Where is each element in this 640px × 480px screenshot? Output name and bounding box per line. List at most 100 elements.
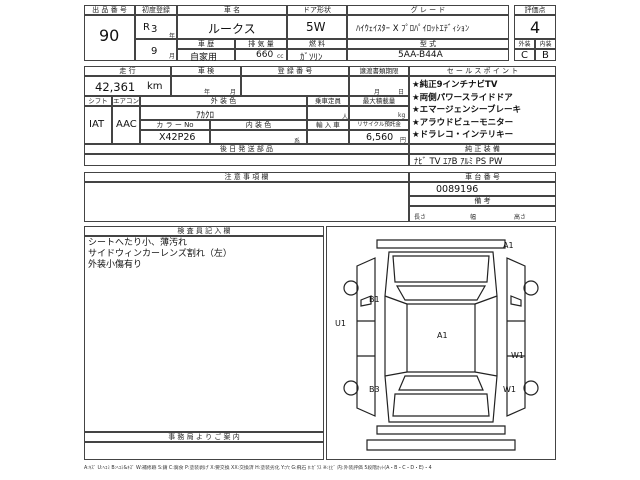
model-cell: 5AA-B44A <box>347 49 509 61</box>
chassis-cell: 0089196 <box>409 182 556 196</box>
door-type: 5W <box>306 20 326 34</box>
recycle-cell: 6,560 円 <box>349 130 409 144</box>
sales-list: ★純正9インチナビTV ★両側パワースライドドア ★エマージェンシーブレーキ ★… <box>412 79 521 142</box>
remarks-title: 備 考 <box>409 196 556 206</box>
inspector-line: サイドウィンカーレンズ割れ（左） <box>88 249 232 259</box>
front-left-wheel <box>343 280 359 296</box>
rear-left-wheel <box>343 380 359 396</box>
fuel-label: 燃 料 <box>287 39 347 49</box>
reg-year-cell: R 3 年 <box>135 15 177 40</box>
load-label: 最大積載量 <box>349 96 409 106</box>
capacity-cell: 人 <box>307 106 349 121</box>
load-cell: kg <box>349 106 409 120</box>
left-side-body <box>356 257 376 417</box>
equip-title: 純 正 装 備 <box>409 144 556 154</box>
import-cell <box>307 130 349 144</box>
score-value: 4 <box>530 18 541 37</box>
sales-point: ★エマージェンシーブレーキ <box>412 105 521 115</box>
int-grade: B <box>542 50 549 61</box>
lot-number: 90 <box>99 26 120 45</box>
ac-cell: AAC <box>112 106 140 144</box>
name-label: 車 名 <box>177 5 287 15</box>
doc-deadline-label: 譲渡書類期限 <box>349 66 409 76</box>
lot-label: 出 品 番 号 <box>84 5 135 15</box>
ext-cell: C <box>514 49 535 61</box>
doc-deadline-cell: 月 日 <box>349 76 409 96</box>
width-label: 幅 <box>470 214 477 221</box>
shift-value: IAT <box>89 119 105 130</box>
equip-cell: ﾅﾋﾞ TV ｴｱB ｱﾙﾐ PS PW <box>409 154 556 167</box>
doc-month-unit: 月 <box>374 89 381 96</box>
body-outline <box>384 251 498 423</box>
inspector-title: 検 査 員 記 入 欄 <box>84 226 324 236</box>
lot-cell: 90 <box>84 15 135 61</box>
color-cell: ｱｶｸﾛ <box>140 106 307 121</box>
year-number: 3 <box>151 24 158 35</box>
mileage-value: 42,361 <box>95 80 136 94</box>
rear-gate <box>392 393 490 417</box>
year-era: R <box>143 22 150 33</box>
length-label: 長さ <box>414 214 427 221</box>
use-cell: 自家用 <box>177 49 235 63</box>
name-cell: ルークス <box>177 15 287 39</box>
mileage-cell: 42,361 km <box>84 76 171 96</box>
car-name: ルークス <box>208 22 256 36</box>
model-label: 型 式 <box>347 39 509 49</box>
doc-day-unit: 日 <box>398 89 405 96</box>
mark-right-rear: W1 <box>503 385 516 394</box>
hood-panel <box>392 255 490 283</box>
month-number: 9 <box>151 46 158 57</box>
cc-cell: 660 cc <box>235 49 287 61</box>
mileage-unit: km <box>147 81 163 92</box>
reg-month-cell: 9 月 <box>135 39 177 61</box>
equip-value: ﾅﾋﾞ TV ｴｱB ｱﾙﾐ PS PW <box>414 157 503 167</box>
colorno-value: X42P26 <box>159 132 196 143</box>
capacity-label: 乗車定員 <box>307 96 349 106</box>
notes-title: 注 意 事 項 欄 <box>84 172 409 182</box>
rear-window <box>398 375 484 391</box>
inspector-notes: シートへたり小、薄汚れ サイドウィンカーレンズ割れ（左） 外装小傷有り <box>88 238 232 271</box>
office-cell <box>84 442 324 460</box>
rear-right-wheel <box>523 380 539 396</box>
right-side-body <box>506 257 526 417</box>
shift-label: シフト <box>84 96 112 106</box>
damage-diagram-frame <box>326 226 556 460</box>
parts-label: 後 日 発 送 部 品 <box>84 144 409 154</box>
recycle-label: リサイクル預託金 <box>349 120 409 130</box>
intcolor-label: 内 装 色 <box>210 120 307 130</box>
year-unit: 年 <box>169 33 176 40</box>
intcolor-cell: 系 <box>210 130 307 145</box>
mark-left-side: U1 <box>335 319 346 328</box>
inspection-month-unit: 月 <box>230 89 237 96</box>
ac-value: AAC <box>116 119 137 130</box>
mark-roof: A1 <box>437 331 448 340</box>
office-title: 事 務 局 よ り ご 案 内 <box>84 432 324 442</box>
sales-point: ★両側パワースライドドア <box>412 92 513 103</box>
load-unit: kg <box>398 112 406 119</box>
notes-cell <box>84 182 409 222</box>
month-unit: 月 <box>169 53 176 60</box>
height-label: 高さ <box>514 214 527 221</box>
import-label: 輸 入 車 <box>307 120 349 130</box>
inspector-cell: シートへたり小、薄汚れ サイドウィンカーレンズ割れ（左） 外装小傷有り <box>84 236 324 432</box>
mark-left-front-door: B1 <box>369 295 380 304</box>
sales-point: ★純正9インチナビTV <box>412 80 498 90</box>
ext-label: 外装 <box>514 39 535 49</box>
reg-label: 初度登録 <box>135 5 177 15</box>
colorno-cell: X42P26 <box>140 130 210 144</box>
color-label: 外 装 色 <box>140 96 307 106</box>
color-value: ｱｶｸﾛ <box>196 111 215 121</box>
sales-point: ★アラウドビューモニター <box>412 117 514 128</box>
sales-point: ★ドラレコ・インテリキー <box>412 130 514 140</box>
door-label: ドア形状 <box>287 5 347 15</box>
cc-label: 排 気 量 <box>235 39 287 49</box>
int-label: 内装 <box>535 39 556 49</box>
chassis-number: 0089196 <box>436 184 479 195</box>
inspector-line: シートへたり小、薄汚れ <box>88 238 188 248</box>
grade-cell: ﾊｲｳｪｲｽﾀｰ X ﾌﾟﾛﾊﾟｲﾛｯﾄｴﾃﾞｨｼｮﾝ <box>347 15 509 39</box>
car-damage-diagram: A1 B1 U1 A1 W1 B3 W1 <box>335 239 539 451</box>
mark-front-right: A1 <box>503 241 514 250</box>
cc-value: 660 <box>256 50 274 60</box>
fuel-value: ｶﾞｿﾘﾝ <box>300 53 323 63</box>
